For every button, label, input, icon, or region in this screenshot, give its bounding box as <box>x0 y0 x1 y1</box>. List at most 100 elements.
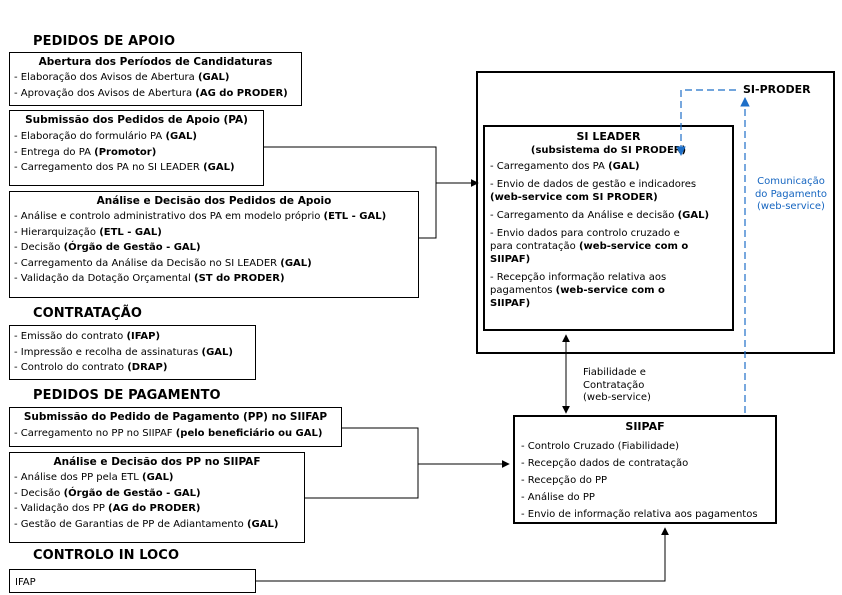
list-item: - Análise dos PP pela ETL (GAL) <box>14 470 300 486</box>
abertura-lines: - Elaboração dos Avisos de Abertura (GAL… <box>14 70 297 101</box>
list-item: - Decisão (Órgão de Gestão - GAL) <box>14 240 414 256</box>
list-item-emphasis: (GAL) <box>197 72 230 83</box>
si-leader-line-emphasis: SIIPAF) <box>490 298 531 309</box>
list-item-emphasis: (pelo beneficiário ou GAL) <box>175 428 323 439</box>
controlo-box: IFAP <box>9 569 256 593</box>
label-line: (web-service) <box>583 392 651 403</box>
label-line: (web-service) <box>757 201 825 212</box>
list-item: - Carregamento da Análise da Decisão no … <box>14 256 414 272</box>
siipaf-title: SIIPAF <box>625 420 665 433</box>
submissao-pa-title: Submissão dos Pedidos de Apoio (PA) <box>25 114 248 126</box>
list-item: - Elaboração dos Avisos de Abertura (GAL… <box>14 70 297 86</box>
list-item-text: - Decisão <box>14 487 64 499</box>
siipaf-box: SIIPAF - Controlo Cruzado (Fiabilidade)-… <box>513 415 777 524</box>
si-leader-line-emphasis: (GAL) <box>677 210 710 221</box>
list-item-text: - Carregamento dos PA no SI LEADER <box>14 162 204 173</box>
list-item-text: - Análise e controlo administrativo dos … <box>14 211 324 222</box>
list-item-text: - Entrega do PA <box>14 146 95 158</box>
list-item-text: - Carregamento da Análise da Decisão no … <box>14 257 281 269</box>
si-leader-line-text: - Recepção informação relativa aos <box>490 272 667 283</box>
si-proder-to-si-leader-dashed <box>676 89 736 156</box>
list-item-text: - Impressão e recolha de assinaturas <box>14 346 202 358</box>
list-item-text: - Controlo do contrato <box>14 362 128 373</box>
list-item-emphasis: (AG do PRODER) <box>195 87 288 99</box>
list-item-emphasis: (AG do PRODER) <box>108 503 201 514</box>
si-leader-line-emphasis: SIIPAF) <box>490 254 531 265</box>
label-line: do Pagamento <box>754 188 828 200</box>
list-item-text: - Elaboração dos Avisos de Abertura <box>14 72 198 83</box>
list-item: - Validação da Dotação Orçamental (ST do… <box>14 271 414 287</box>
si-proder-title: SI-PRODER <box>743 83 811 96</box>
label-line: Contratação <box>583 379 645 391</box>
si-leader-line-emphasis: (web-service com o <box>555 285 665 296</box>
si-leader-line-emphasis: (GAL) <box>608 161 640 172</box>
list-item-emphasis: (GAL) <box>203 162 235 173</box>
section-controlo-in-loco: CONTROLO IN LOCO <box>33 548 180 563</box>
section-pedidos-apoio: PEDIDOS DE APOIO <box>33 34 176 49</box>
section-pedidos-pagamento: PEDIDOS DE PAGAMENTO <box>33 388 221 403</box>
list-item-text: - Carregamento no PP no SIIPAF <box>14 428 176 439</box>
submissao-pp-lines: - Carregamento no PP no SIIPAF (pelo ben… <box>14 426 337 442</box>
list-item-text: - Hierarquização <box>14 226 100 238</box>
siipaf-line: - Análise do PP <box>521 492 595 503</box>
list-item: - Carregamento no PP no SIIPAF (pelo ben… <box>14 426 337 442</box>
analise-pa-title: Análise e Decisão dos Pedidos de Apoio <box>96 195 332 207</box>
si-leader-line: pagamentos (web-service com o <box>490 284 727 297</box>
list-item: - Validação dos PP (AG do PRODER) <box>14 501 300 517</box>
list-item-text: - Aprovação dos Avisos de Abertura <box>14 87 196 99</box>
si-leader-item: - Envio de dados de gestão e indicadores… <box>490 178 727 204</box>
label-line: Comunicação <box>757 176 825 187</box>
si-leader-box: SI LEADER (subsistema do SI PRODER) - Ca… <box>483 125 734 331</box>
submissao-pa-lines: - Elaboração do formulário PA (GAL)- Ent… <box>14 129 259 176</box>
section-contratacao: CONTRATAÇÃO <box>33 306 143 321</box>
list-item-emphasis: (DRAP) <box>127 362 168 373</box>
si-leader-line: para contratação (web-service com o <box>490 240 727 253</box>
list-item-text: - Decisão <box>14 242 64 253</box>
si-leader-line: - Carregamento dos PA (GAL) <box>490 160 727 173</box>
siipaf-line: - Controlo Cruzado (Fiabilidade) <box>521 441 680 452</box>
si-leader-line-text: - Envio de dados de gestão e indicadores <box>490 179 697 190</box>
list-item-emphasis: (Promotor) <box>94 146 157 158</box>
list-item-emphasis: (GAL) <box>280 257 312 269</box>
list-item-text: - Validação da Dotação Orçamental <box>14 273 195 284</box>
list-item: - Hierarquização (ETL - GAL) <box>14 225 414 241</box>
list-item-emphasis: (Órgão de Gestão - GAL) <box>63 242 201 253</box>
list-item-emphasis: (GAL) <box>201 346 233 358</box>
si-leader-line-text: para contratação <box>490 241 579 252</box>
list-item-text: - Elaboração do formulário PA <box>14 131 166 142</box>
si-leader-line-text: - Envio dados para controlo cruzado e <box>490 228 680 239</box>
si-leader-line: - Recepção informação relativa aos <box>490 271 727 284</box>
si-leader-line-emphasis: (web-service com o <box>578 241 689 252</box>
list-item: - Decisão (Órgão de Gestão - GAL) <box>14 486 300 502</box>
si-leader-line-text: - Carregamento da Análise e decisão <box>490 210 678 221</box>
list-item-emphasis: (ETL - GAL) <box>99 226 162 238</box>
si-leader-item: - Carregamento dos PA (GAL) <box>490 160 727 173</box>
submissao-pp-title: Submissão do Pedido de Pagamento (PP) no… <box>23 411 328 423</box>
list-item: - Carregamento dos PA no SI LEADER (GAL) <box>14 160 259 176</box>
analise-pa-box: Análise e Decisão dos Pedidos de Apoio -… <box>9 191 419 298</box>
list-item-emphasis: (GAL) <box>142 472 174 483</box>
contratacao-lines: - Emissão do contrato (IFAP) - Impressão … <box>14 329 251 376</box>
si-leader-line: - Envio de dados de gestão e indicadores <box>490 178 727 191</box>
siipaf-lines: - Controlo Cruzado (Fiabilidade) - Recepç… <box>521 438 769 523</box>
label-line: Fiabilidade e <box>583 367 646 378</box>
si-leader-line: SIIPAF) <box>490 253 727 266</box>
siipaf-line: - Recepção dados de contratação <box>521 458 689 469</box>
list-item: - Impressão e recolha de assinaturas (GA… <box>14 345 251 361</box>
pa-to-si-leader-connector <box>264 146 479 239</box>
si-leader-line: - Envio dados para controlo cruzado e <box>490 227 727 240</box>
controlo-text: IFAP <box>15 577 36 588</box>
list-item-emphasis: (GAL) <box>165 131 197 142</box>
list-item-text: - Emissão do contrato <box>14 331 127 342</box>
si-leader-line-text: - Carregamento dos PA <box>490 161 609 172</box>
analise-pp-box: Análise e Decisão dos PP no SIIPAF - Aná… <box>9 452 305 543</box>
list-item: - Entrega do PA (Promotor) <box>14 145 259 161</box>
si-leader-title: SI LEADER <box>576 130 641 143</box>
si-leader-line: - Carregamento da Análise e decisão (GAL… <box>490 209 727 222</box>
list-item-emphasis: (Órgão de Gestão - GAL) <box>63 487 201 499</box>
list-item-emphasis: (IFAP) <box>126 331 161 342</box>
